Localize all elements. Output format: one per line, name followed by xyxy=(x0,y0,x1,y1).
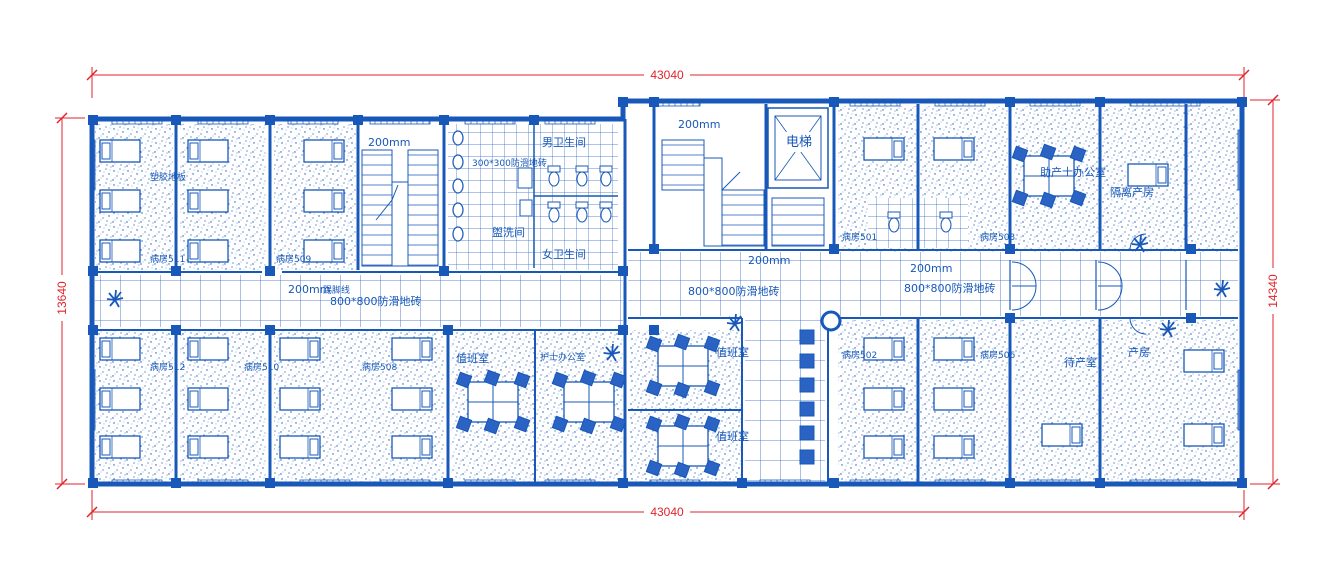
nurse-office-label: 护士办公室 xyxy=(540,351,585,363)
corridor-finish-mid: 800*800防滑地砖 xyxy=(688,284,780,298)
dimension-top-label: 43040 xyxy=(650,68,684,82)
floor-finish-label: 塑胶地板 xyxy=(150,171,186,183)
waiting-room-label: 待产室 xyxy=(1064,355,1097,369)
washroom-tile-label: 300*300防滑地砖 xyxy=(472,157,547,169)
ward-502-label: 病房502 xyxy=(842,349,877,361)
ward-501-label: 病房501 xyxy=(842,231,877,243)
skirting-label-4: 200mm xyxy=(748,254,790,267)
skirting-label-5: 200mm xyxy=(910,262,952,275)
duty-room-3-label: 值班室 xyxy=(716,429,749,443)
skirting-label-2: 200mm xyxy=(368,136,410,149)
columns xyxy=(88,97,1247,488)
ward-509-label: 病房509 xyxy=(276,253,311,265)
delivery-room-label: 产房 xyxy=(1128,345,1150,359)
duty-room-1-label: 值班室 xyxy=(456,351,489,365)
furniture xyxy=(456,144,1085,477)
dimension-bottom: 43040 xyxy=(86,490,1250,520)
dimension-top: 43040 xyxy=(86,67,1250,98)
duty-room-2-label: 值班室 xyxy=(716,345,749,359)
doors xyxy=(1011,233,1147,335)
tiled-areas xyxy=(95,124,1238,482)
female-wc-label: 女卫生间 xyxy=(542,247,586,261)
isolation-room-label: 隔离产房 xyxy=(1110,185,1154,199)
ward-510-label: 病房510 xyxy=(244,361,279,373)
skirting-label-3: 200mm xyxy=(678,118,720,131)
plan-labels: 800*800防滑地砖 800*800防滑地砖 800*800防滑地砖 200m… xyxy=(150,118,1154,443)
elevator-label: 电梯 xyxy=(786,135,812,150)
ward-503-label: 病房503 xyxy=(980,231,1015,243)
sanitary-fixtures xyxy=(452,130,953,242)
dimension-left-label: 13640 xyxy=(55,281,69,315)
washroom-label: 盥洗间 xyxy=(492,226,525,239)
skirting-note-1: 踢脚线 xyxy=(323,284,350,296)
stairwell-right xyxy=(661,139,825,247)
ward-506-label: 病房506 xyxy=(980,349,1015,361)
stairwell-left xyxy=(361,149,439,267)
dimension-right: 14340 xyxy=(1250,94,1280,490)
dimension-right-label: 14340 xyxy=(1266,274,1280,308)
male-wc-label: 男卫生间 xyxy=(542,135,586,149)
ward-511-label: 病房511 xyxy=(150,253,185,265)
corridor-finish-right: 800*800防滑地砖 xyxy=(904,281,996,295)
dimension-bottom-label: 43040 xyxy=(650,505,684,519)
ward-512-label: 病房512 xyxy=(150,361,185,373)
ward-508-label: 病房508 xyxy=(362,361,397,373)
midwife-office-label: 助产士办公室 xyxy=(1040,165,1106,179)
elevator-shaft xyxy=(767,107,829,189)
corridor-finish-left: 800*800防滑地砖 xyxy=(330,294,422,308)
dimension-left: 13640 xyxy=(55,112,85,490)
skirting-label-1: 200mm xyxy=(288,283,330,296)
